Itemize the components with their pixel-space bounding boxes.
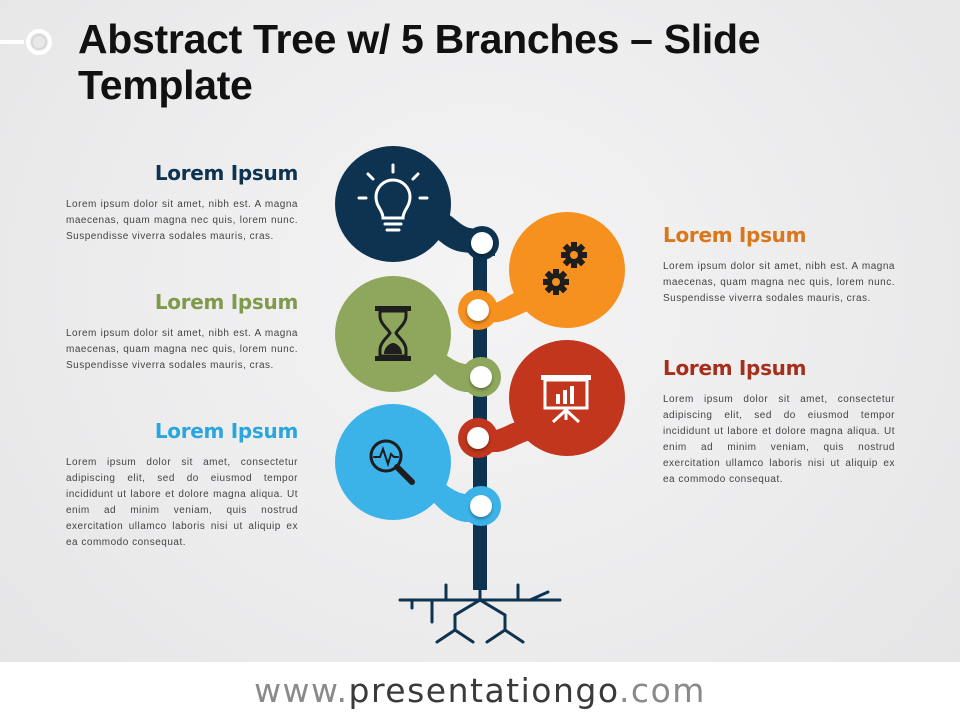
pin-decoration [0, 29, 52, 55]
text-block-sky: Lorem Ipsum Lorem ipsum dolor sit amet, … [66, 419, 298, 551]
block-body: Lorem ipsum dolor sit amet, consectetur … [66, 457, 298, 548]
branch-orange [458, 212, 625, 330]
magnifier-pulse-icon [369, 439, 415, 485]
block-heading: Lorem Ipsum [154, 419, 298, 443]
block-heading: Lorem Ipsum [663, 356, 807, 380]
block-heading: Lorem Ipsum [154, 161, 298, 185]
block-heading: Lorem Ipsum [663, 223, 807, 247]
text-block-orange: Lorem Ipsum Lorem ipsum dolor sit amet, … [663, 223, 895, 307]
hourglass-icon [375, 306, 411, 361]
footer-url[interactable]: www.presentationgo.com [0, 662, 960, 720]
block-body: Lorem ipsum dolor sit amet, nibh est. A … [66, 328, 298, 371]
block-heading: Lorem Ipsum [154, 290, 298, 314]
node-dot [467, 427, 489, 449]
footer-suffix: .com [618, 671, 706, 710]
footer-brand: presentationgo [348, 671, 619, 710]
block-body: Lorem ipsum dolor sit amet, nibh est. A … [66, 199, 298, 242]
presentation-chart-icon [541, 375, 591, 424]
block-body: Lorem ipsum dolor sit amet, consectetur … [663, 394, 895, 485]
lightbulb-icon [357, 163, 429, 232]
branch-nodes [467, 232, 493, 517]
footer-prefix: www. [254, 671, 349, 710]
text-block-red: Lorem Ipsum Lorem ipsum dolor sit amet, … [663, 356, 895, 488]
tree-roots [398, 583, 562, 644]
text-block-olive: Lorem Ipsum Lorem ipsum dolor sit amet, … [66, 290, 298, 374]
text-block-navy: Lorem Ipsum Lorem ipsum dolor sit amet, … [66, 161, 298, 245]
node-dot [470, 366, 492, 388]
slide-title: Abstract Tree w/ 5 Branches – Slide Temp… [78, 16, 761, 108]
node-dot [471, 232, 493, 254]
node-dot [470, 495, 492, 517]
block-body: Lorem ipsum dolor sit amet, nibh est. A … [663, 261, 895, 304]
node-dot [467, 299, 489, 321]
